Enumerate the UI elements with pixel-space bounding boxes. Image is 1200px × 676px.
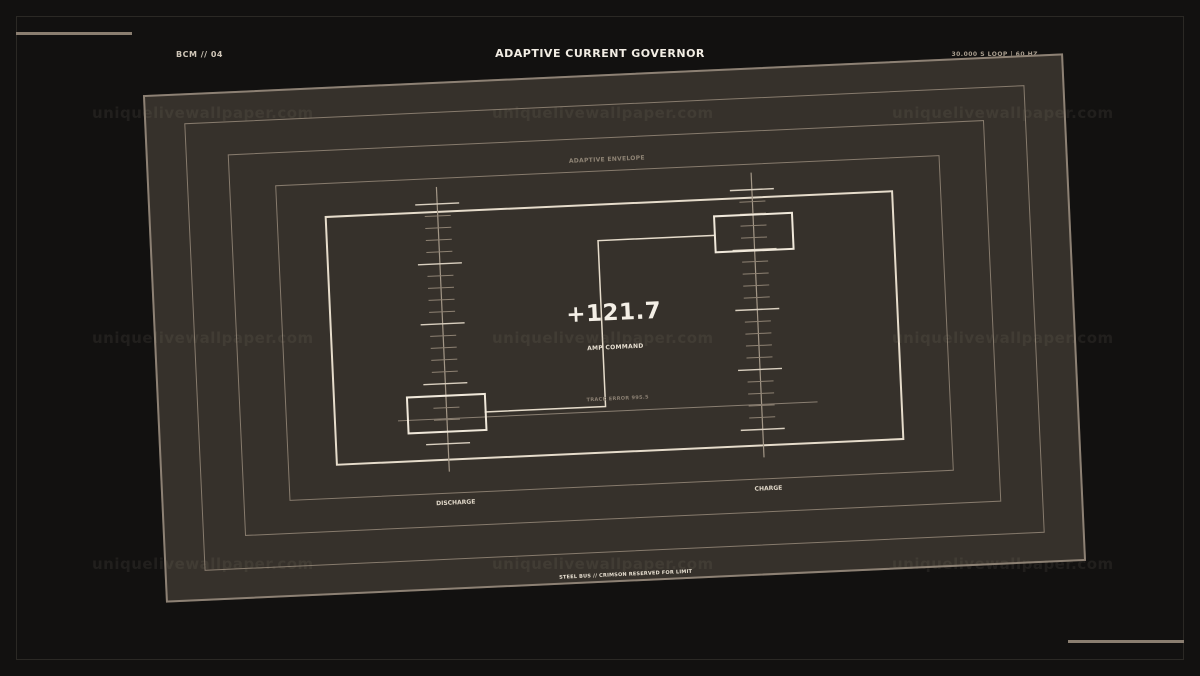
watermark: uniquelivewallpaper.com [492, 329, 714, 347]
discharge-scale-tick [428, 298, 455, 301]
discharge-scale-tick [431, 370, 458, 373]
discharge-scale-tick [430, 334, 457, 337]
discharge-scale-tick [426, 250, 453, 253]
gauge-overlay [397, 172, 818, 472]
watermark: uniquelivewallpaper.com [892, 329, 1114, 347]
discharge-scale-tick [430, 346, 457, 349]
discharge-scale-tick [431, 358, 458, 361]
watermark: uniquelivewallpaper.com [492, 104, 714, 122]
charge-scale-tick [729, 187, 774, 192]
discharge-scale-tick [433, 418, 460, 421]
outer-frame [16, 16, 1184, 660]
charge-scale-tick [740, 224, 767, 227]
charge-scale-tick [743, 296, 770, 299]
corner-accent-top-left [16, 32, 132, 35]
charge-scale-tick [741, 236, 768, 239]
charge-scale-tick [747, 380, 774, 383]
charge-scale-tick [742, 272, 769, 275]
charge-scale-tick [748, 404, 775, 407]
discharge-scale-tick [420, 322, 465, 326]
discharge-scale-tick [415, 202, 460, 206]
watermark: uniquelivewallpaper.com [892, 104, 1114, 122]
charge-marker[interactable] [712, 211, 795, 254]
discharge-marker[interactable] [405, 392, 488, 435]
charge-scale-tick [746, 356, 773, 359]
charge-scale-tick [743, 284, 770, 287]
charge-scale-tick [745, 344, 772, 347]
discharge-scale-tick [425, 238, 452, 241]
watermark: uniquelivewallpaper.com [492, 555, 714, 573]
discharge-scale-spine [435, 186, 450, 472]
track-baseline [397, 401, 818, 422]
discharge-scale-tick [424, 214, 451, 217]
discharge-scale-tick [423, 382, 468, 386]
charge-scale-tick [735, 307, 780, 312]
charge-scale-tick [738, 367, 783, 372]
discharge-scale-tick [426, 441, 471, 446]
module-id: BCM // 04 [176, 50, 223, 59]
discharge-scale-tick [429, 310, 456, 313]
discharge-scale-tick [425, 226, 452, 229]
page-title: ADAPTIVE CURRENT GOVERNOR [495, 47, 705, 60]
charge-scale-tick [745, 332, 772, 335]
charge-scale-tick [740, 427, 785, 432]
corner-accent-bottom-right [1068, 640, 1184, 643]
watermark: uniquelivewallpaper.com [892, 555, 1114, 573]
governor-panel: ADAPTIVE ENVELOPE +121.7 AMP COMMAND TRA… [142, 53, 1087, 603]
charge-scale-spine [750, 172, 765, 458]
watermark: uniquelivewallpaper.com [92, 104, 314, 122]
charge-scale-tick [748, 392, 775, 395]
command-trace [484, 234, 715, 413]
discharge-scale-tick [427, 286, 455, 289]
watermark: uniquelivewallpaper.com [92, 555, 314, 573]
charge-scale-tick [742, 260, 769, 263]
discharge-scale-tick [417, 262, 462, 266]
charge-scale-tick [739, 200, 766, 203]
discharge-scale-tick [427, 274, 454, 277]
discharge-scale-tick [433, 406, 460, 409]
charge-scale-tick [749, 416, 776, 419]
charge-scale-tick [744, 320, 771, 323]
watermark: uniquelivewallpaper.com [92, 329, 314, 347]
loop-rate-readout: 30.000 S LOOP | 60 HZ [951, 51, 1038, 58]
